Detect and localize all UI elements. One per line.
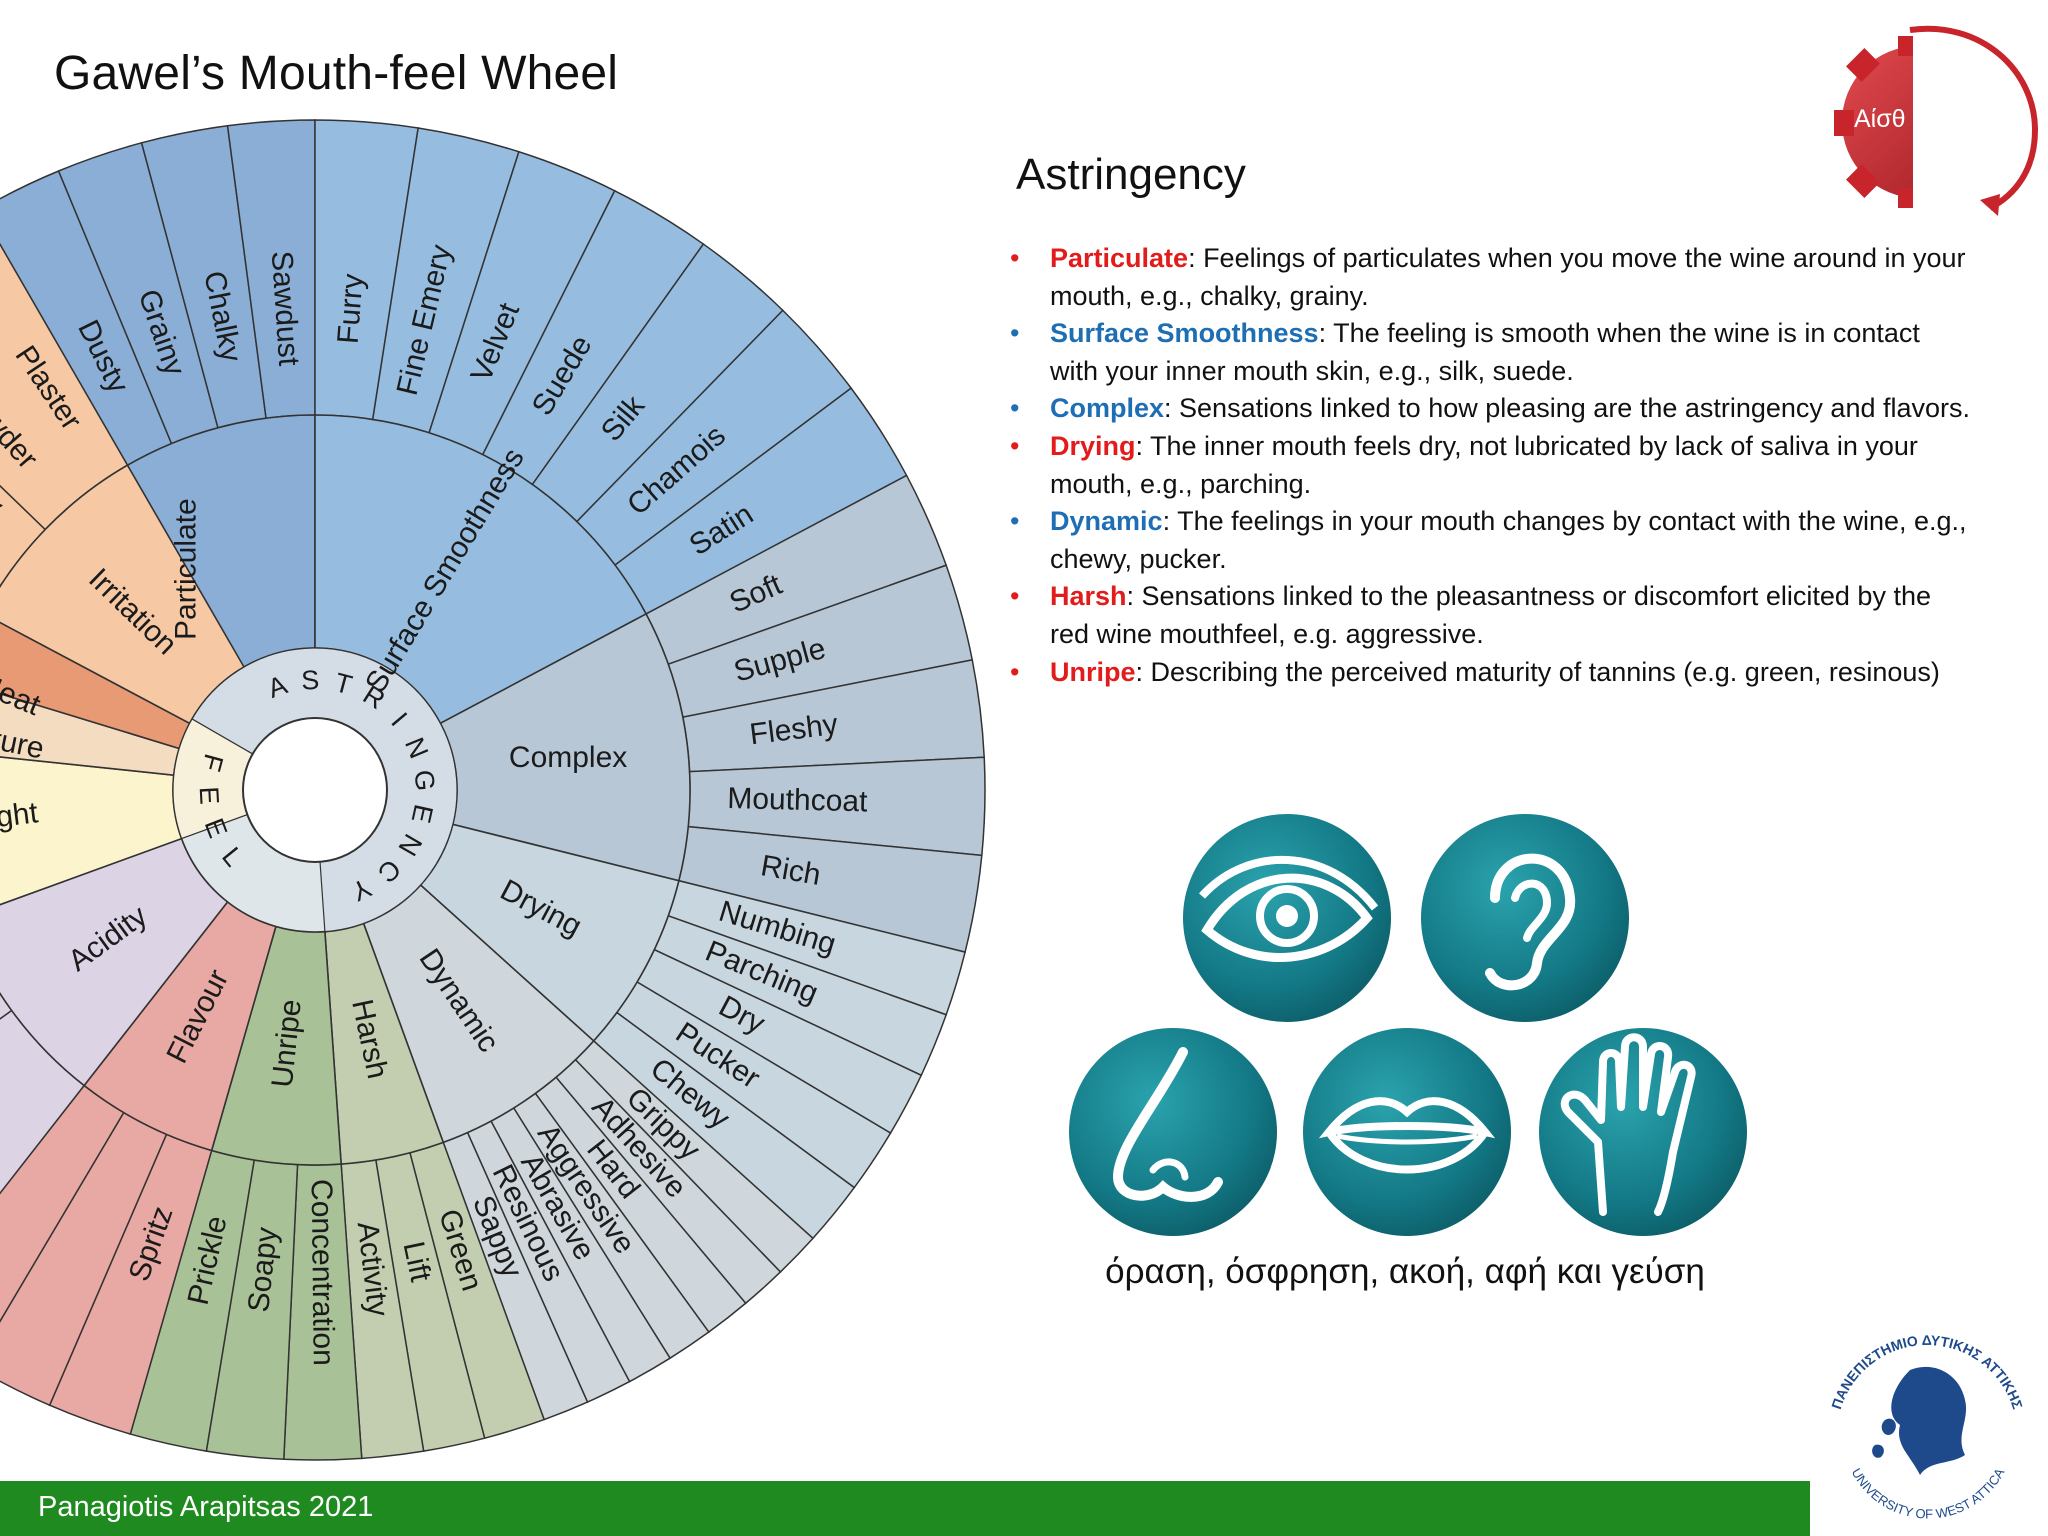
definition-item: • Dynamic: The feelings in your mouth cha… [1010, 503, 1970, 578]
definition-item: • Surface Smoothness: The feeling is smoo… [1010, 315, 1970, 390]
definition-text: : Sensations linked to how pleasing are … [1164, 393, 1971, 424]
definition-term: Harsh [1050, 581, 1127, 612]
wheel-inner-label: Complex [509, 741, 627, 774]
bullet-dot: • [1010, 656, 1020, 687]
definition-term: Complex [1050, 393, 1165, 424]
definition-list: • Particulate: Feelings of particulates w… [1010, 240, 1970, 691]
wheel-center-letter: F [196, 751, 229, 775]
definition-term: Particulate [1050, 243, 1189, 273]
university-logo: ΠΑΝΕΠΙΣΤΗΜΙΟ ΔΥΤΙΚΗΣ ΑΤΤΙΚΗΣ UNIVERSITY … [1828, 1332, 2026, 1522]
wheel-svg: TalcWet ClayPowderPlasterDustyGrainyChal… [0, 119, 986, 1461]
slide-title: Gawel’s Mouth-feel Wheel [54, 47, 619, 100]
definition-text: : Feelings of particulates when you move… [1050, 243, 1966, 311]
definition-item: • Harsh: Sensations linked to the pleasan… [1010, 578, 1970, 653]
mouthfeel-wheel: TalcWet ClayPowderPlasterDustyGrainyChal… [0, 0, 1000, 1480]
eye-icon [1175, 806, 1399, 1030]
definition-term: Unripe [1050, 656, 1136, 687]
wheel-inner-label: Particulate [169, 498, 202, 640]
nose-icon [1061, 1020, 1285, 1244]
section-title: Astringency [1016, 150, 1246, 199]
bullet-dot: • [1010, 318, 1020, 349]
wheel-outer-term: Mouthcoat [727, 782, 869, 818]
bullet-dot: • [1010, 243, 1020, 273]
wheel-center-letter: G [409, 769, 441, 793]
definition-item: • Drying: The inner mouth feels dry, not … [1010, 428, 1970, 503]
definition-item: • Particulate: Feelings of particulates w… [1010, 240, 1970, 315]
wheel-center-letter: T [332, 667, 356, 700]
wheel-outer-term: Sawdust [265, 250, 305, 368]
bullet-dot: • [1010, 430, 1020, 461]
wheel-center-letter: E [194, 786, 225, 806]
wheel-outer-slice [0, 991, 13, 1020]
hand-icon [1531, 1020, 1755, 1244]
bullet-dot: • [1010, 506, 1020, 537]
wheel-outer-slice [0, 484, 47, 588]
definition-term: Dynamic [1050, 506, 1163, 537]
wheel-hub [242, 717, 388, 863]
ear-icon [1413, 806, 1637, 1030]
gear-icon [1834, 25, 2039, 216]
wheel-outer-term: Concentration [305, 1179, 340, 1366]
five-senses-graphic [1061, 806, 1755, 1244]
bullet-dot: • [1010, 581, 1020, 612]
wheel-outer-term: Furry [332, 273, 370, 345]
definition-term: Drying [1050, 430, 1136, 461]
definition-text: : Sensations linked to the pleasantness … [1050, 581, 1931, 649]
lips-icon [1295, 1020, 1519, 1244]
definition-item: • Complex: Sensations linked to how pleas… [1010, 390, 1970, 428]
svg-text:UNIVERSITY OF WEST ATTICA: UNIVERSITY OF WEST ATTICA [1849, 1465, 2008, 1521]
gear-label: Αίσθ [1854, 105, 1906, 133]
senses-caption: όραση, όσφρηση, ακοή, αφή και γεύση [1105, 1252, 1705, 1291]
definition-text: : Describing the perceived maturity of t… [1135, 656, 1940, 687]
definition-term: Surface Smoothness [1050, 318, 1319, 349]
footer-text: Panagiotis Arapitsas 2021 [38, 1491, 374, 1523]
definition-text: : The feelings in your mouth changes by … [1050, 506, 1967, 574]
definition-text: : The feeling is smooth when the wine is… [1050, 318, 1920, 386]
definition-item: • Unripe: Describing the perceived maturi… [1010, 654, 1970, 692]
footer-bar: Panagiotis Arapitsas 2021 [0, 1481, 1810, 1536]
bullet-dot: • [1010, 393, 1020, 424]
wheel-center-letter: S [301, 665, 320, 696]
definition-text: : The inner mouth feels dry, not lubrica… [1050, 430, 1918, 499]
